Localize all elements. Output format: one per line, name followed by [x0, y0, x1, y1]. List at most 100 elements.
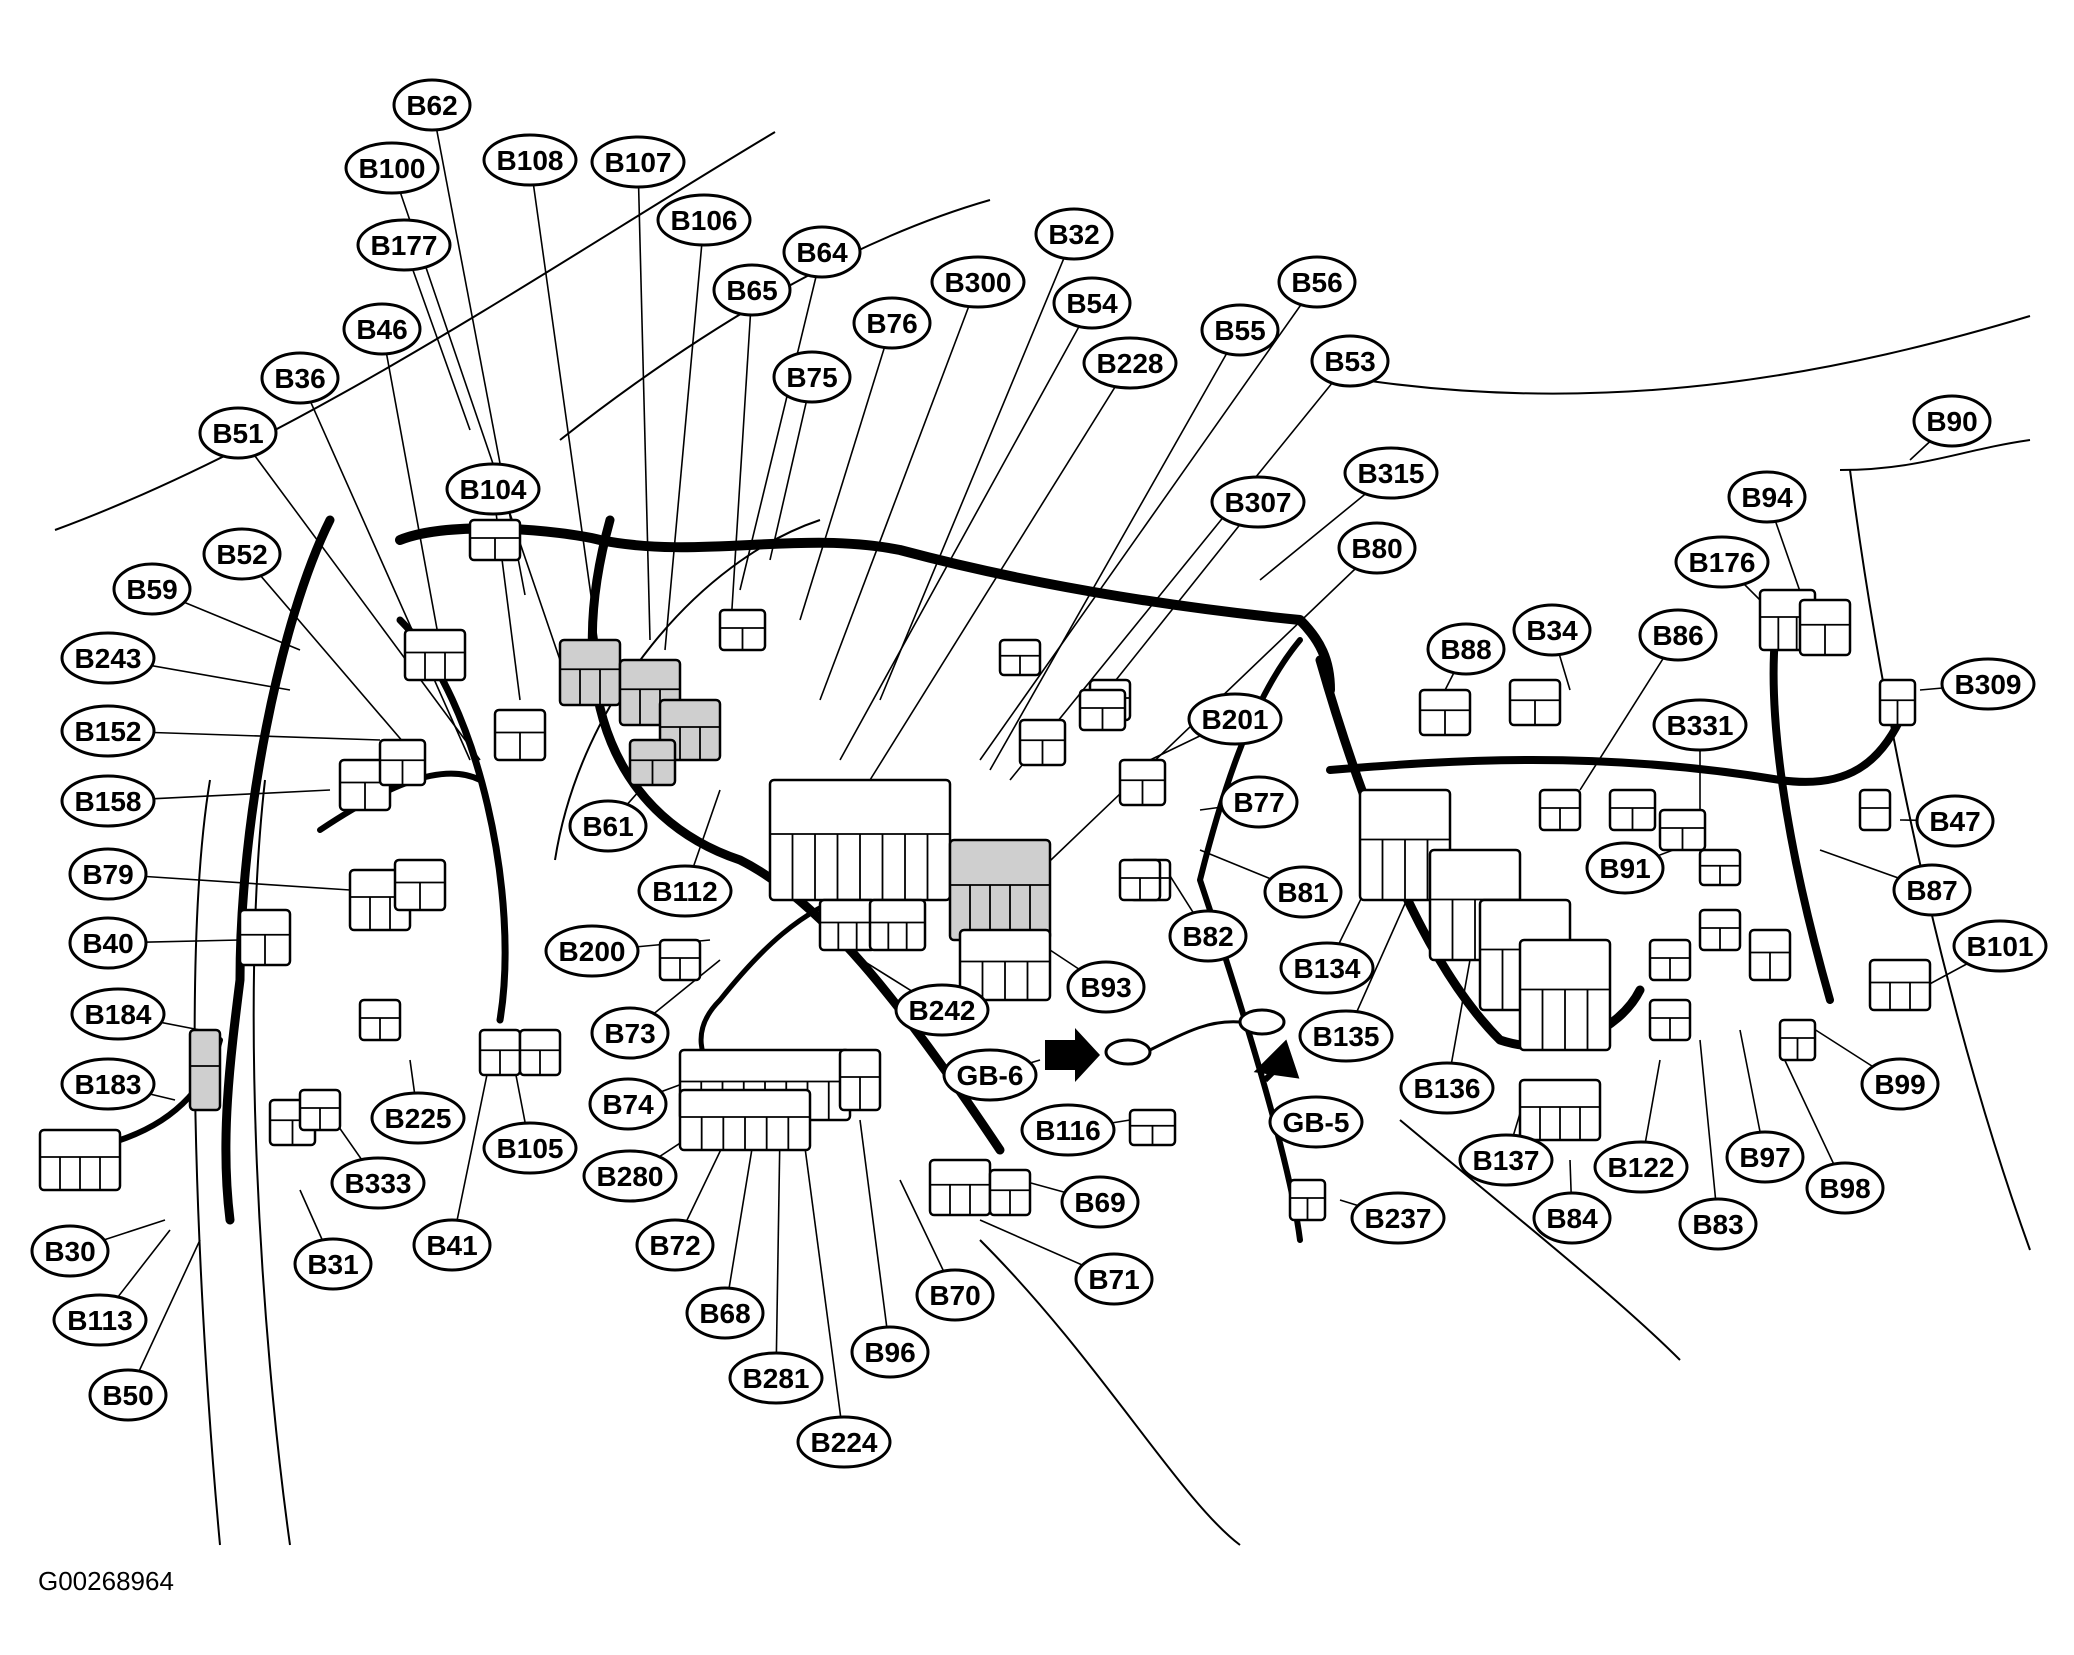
callout-b32: B32	[1034, 207, 1114, 261]
callout-oval	[1219, 775, 1299, 829]
callout-oval	[68, 916, 148, 970]
callout-oval	[1337, 521, 1417, 575]
callout-text: B70	[929, 1280, 980, 1311]
callout-text: B243	[75, 643, 142, 674]
callout-b98: B98	[1805, 1161, 1885, 1215]
callout-text: B84	[1546, 1203, 1598, 1234]
callout-text: B152	[75, 716, 142, 747]
callout-text: B116	[1035, 1115, 1100, 1146]
callout-b80: B80	[1337, 521, 1417, 575]
callout-text: B176	[1689, 547, 1756, 578]
callout-text: B41	[426, 1230, 477, 1261]
callout-oval	[1082, 336, 1178, 390]
callout-oval	[1678, 1197, 1758, 1251]
callout-oval	[1727, 470, 1807, 524]
callout-text: B34	[1526, 615, 1578, 646]
callout-text: B183	[75, 1069, 142, 1100]
callout-oval	[392, 78, 472, 132]
callout-text: B50	[102, 1380, 153, 1411]
callout-oval	[356, 218, 452, 272]
callout-oval	[1725, 1130, 1805, 1184]
callout-oval	[1915, 794, 1995, 848]
callout-oval	[1060, 1175, 1140, 1229]
callout-text: B106	[671, 205, 738, 236]
callout-b94: B94	[1727, 470, 1807, 524]
callout-text: B62	[406, 90, 457, 121]
callout-text: B281	[743, 1363, 810, 1394]
leader-line	[799, 1109, 845, 1443]
callout-oval	[1912, 394, 1992, 448]
callout-text: B56	[1291, 267, 1342, 298]
leader-line	[739, 251, 823, 591]
leader-line	[637, 161, 651, 641]
callout-oval	[1399, 1061, 1495, 1115]
callout-oval	[590, 135, 686, 189]
callout-b52: B52	[202, 527, 282, 581]
connector-block	[928, 1158, 992, 1217]
callout-text: B82	[1182, 921, 1233, 952]
callout-oval	[482, 1121, 578, 1175]
callout-text: B135	[1313, 1021, 1380, 1052]
callout-text: B134	[1294, 953, 1361, 984]
callout-b54: B54	[1052, 276, 1132, 330]
callout-b100: B100	[344, 141, 440, 195]
callout-b75: B75	[772, 350, 852, 404]
ground-terminals	[1045, 1008, 1300, 1083]
connector-block	[403, 628, 467, 682]
leader-line	[241, 553, 411, 751]
callout-text: B105	[497, 1133, 564, 1164]
callout-b134: B134	[1279, 941, 1375, 995]
callout-text: B96	[864, 1337, 915, 1368]
callout-text: GB-5	[1283, 1107, 1350, 1138]
callout-b177: B177	[356, 218, 452, 272]
callout-oval	[52, 1293, 148, 1347]
callout-b71: B71	[1074, 1252, 1154, 1306]
callout-oval	[1200, 303, 1280, 357]
callout-b228: B228	[1082, 336, 1178, 390]
callout-text: B76	[866, 308, 917, 339]
callout-text: B237	[1365, 1203, 1432, 1234]
callout-oval	[728, 1351, 824, 1405]
callout-b79: B79	[68, 847, 148, 901]
callout-oval	[60, 704, 156, 758]
callout-b91: B91	[1585, 841, 1665, 895]
callout-text: B71	[1088, 1264, 1139, 1295]
callout-b76: B76	[852, 296, 932, 350]
callout-oval	[1585, 841, 1665, 895]
callout-b152: B152	[60, 704, 156, 758]
callout-b107: B107	[590, 135, 686, 189]
callout-oval	[1458, 1133, 1554, 1187]
callout-text: B242	[909, 995, 976, 1026]
callout-oval	[198, 406, 278, 460]
callout-b331: B331	[1652, 698, 1748, 752]
callout-b99: B99	[1860, 1057, 1940, 1111]
callout-b53: B53	[1310, 334, 1390, 388]
callout-oval	[1034, 207, 1114, 261]
callout-text: B201	[1202, 704, 1269, 735]
callout-gb-6: GB-6	[942, 1048, 1038, 1102]
leader-line	[403, 244, 471, 431]
callout-text: B36	[274, 363, 325, 394]
callout-b176: B176	[1674, 535, 1770, 589]
callout-oval	[568, 799, 648, 853]
callout-oval	[370, 1091, 466, 1145]
leader-line	[1009, 360, 1351, 781]
callout-oval	[1532, 1191, 1612, 1245]
callout-text: B55	[1214, 315, 1265, 346]
callout-text: B51	[212, 418, 263, 449]
callout-oval	[1052, 276, 1132, 330]
callout-text: B113	[67, 1305, 132, 1336]
callout-b72: B72	[635, 1218, 715, 1272]
callout-text: B53	[1324, 346, 1375, 377]
callout-text: B40	[82, 928, 133, 959]
callout-oval	[1674, 535, 1770, 589]
callout-oval	[1066, 960, 1146, 1014]
callout-b64: B64	[782, 225, 862, 279]
callout-oval	[685, 1286, 765, 1340]
callout-b237: B237	[1350, 1191, 1446, 1245]
callout-oval	[852, 296, 932, 350]
callout-oval	[1805, 1161, 1885, 1215]
callout-oval	[1860, 1057, 1940, 1111]
callout-b136: B136	[1399, 1061, 1495, 1115]
